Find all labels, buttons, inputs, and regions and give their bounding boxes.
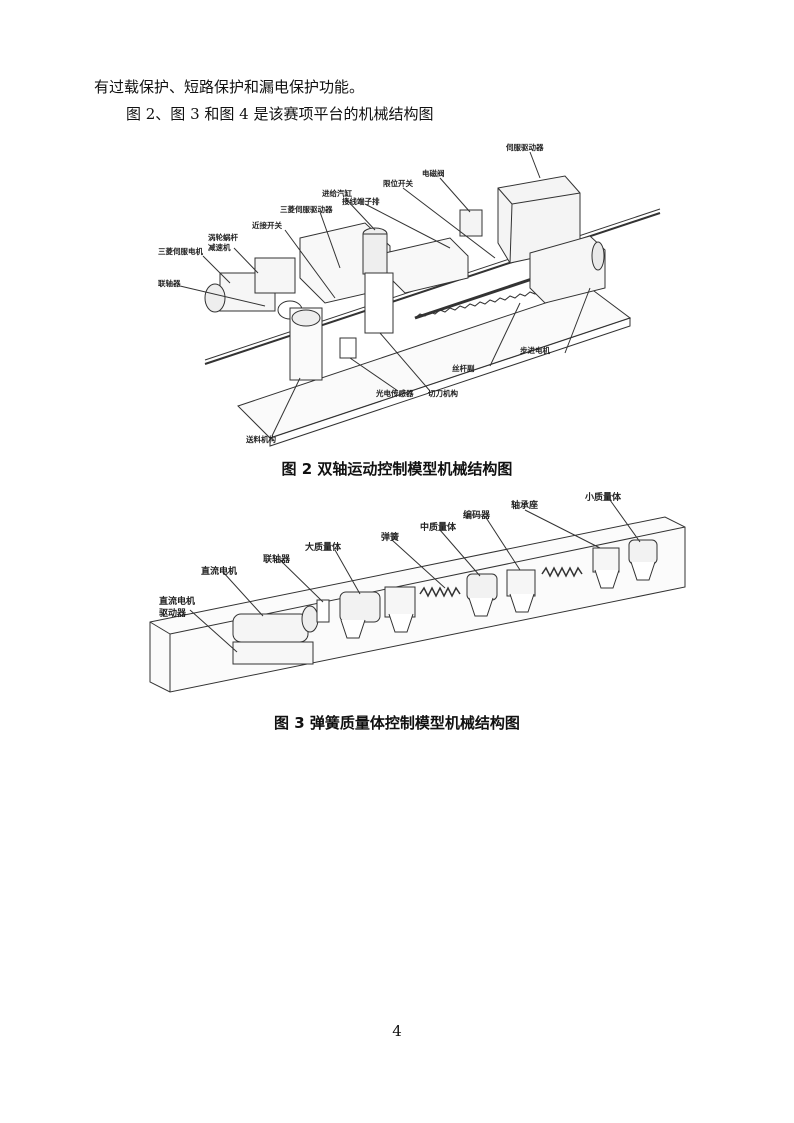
label-three-phase-servo-driver: 三菱伺服驱动器 bbox=[280, 204, 333, 214]
label-proximity-switch: 近接开关 bbox=[252, 220, 282, 230]
label-reducer: 减速机 bbox=[208, 242, 231, 252]
label-three-phase-servo-motor: 三菱伺服电机 bbox=[158, 246, 203, 256]
body-text-line-1: 有过载保护、短路保护和漏电保护功能。 bbox=[94, 78, 365, 96]
label-feed-cylinder: 进给汽缸 bbox=[322, 188, 352, 198]
label-bearing-seat: 轴承座 bbox=[511, 499, 538, 511]
body-text-line-2: 图 2、图 3 和图 4 是该赛项平台的机械结构图 bbox=[126, 105, 434, 123]
label-photo-sensor: 光电传感器 bbox=[375, 388, 414, 398]
label-encoder: 编码器 bbox=[463, 509, 491, 521]
label-coupling: 联轴器 bbox=[158, 278, 181, 288]
label-solenoid-valve: 电磁阀 bbox=[422, 168, 445, 178]
label-small-mass: 小质量体 bbox=[584, 492, 622, 503]
label-dc-driver-line2: 驱动器 bbox=[159, 608, 187, 619]
label-connector-row: 接线端子排 bbox=[342, 196, 380, 206]
label-stepper-motor: 步进电机 bbox=[520, 345, 550, 355]
label-large-mass: 大质量体 bbox=[305, 541, 342, 553]
label-dc-motor: 直流电机 bbox=[201, 565, 237, 577]
figure-2-caption: 图 2 双轴运动控制模型机械结构图 bbox=[281, 460, 513, 478]
figure-2-drawing: 伺服驱动器 电磁阀 限位开关 进给汽缸 接线端子排 三菱伺服驱动器 近接开关 涡… bbox=[150, 138, 680, 450]
figure-3-drawing: 小质量体 轴承座 编码器 中质量体 弹簧 大质量体 联轴器 直流电机 直流电机 … bbox=[145, 492, 690, 702]
label-spring: 弹簧 bbox=[381, 531, 399, 543]
label-lead-screw: 丝杆副 bbox=[452, 363, 475, 373]
label-limit-switch: 限位开关 bbox=[383, 178, 413, 188]
page-number: 4 bbox=[392, 1022, 402, 1040]
label-dc-driver-line1: 直流电机 bbox=[159, 595, 195, 607]
label-cutter: 切刀机构 bbox=[428, 388, 458, 398]
label-feeder: 送料机构 bbox=[245, 434, 276, 444]
label-worm-gear: 涡轮蜗杆 bbox=[208, 232, 238, 242]
figure-3-caption: 图 3 弹簧质量体控制模型机械结构图 bbox=[274, 714, 520, 732]
label-coupling-3: 联轴器 bbox=[263, 553, 291, 565]
label-servo-driver: 伺服驱动器 bbox=[505, 142, 544, 152]
label-medium-mass: 中质量体 bbox=[420, 521, 457, 533]
